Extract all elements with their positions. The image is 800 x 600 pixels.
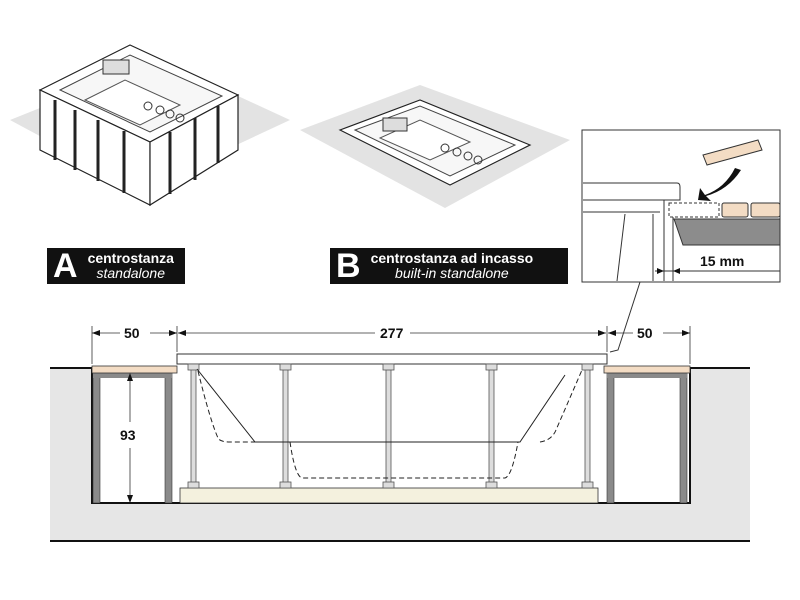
callout-line (609, 281, 641, 353)
dim-height: 93 (120, 427, 136, 443)
dim-center: 277 (380, 325, 404, 341)
option-title: centrostanza ad incasso (370, 250, 534, 266)
gap-label: 15 mm (700, 253, 744, 269)
dim-left: 50 (124, 325, 140, 341)
wood-panel-icon (702, 139, 763, 166)
dimensions (91, 326, 691, 501)
dim-right: 50 (637, 325, 653, 341)
option-subtitle: standalone (96, 265, 165, 281)
cross-section (50, 353, 750, 542)
tub-illustration-built-in (300, 85, 570, 208)
arrow-icon (698, 168, 741, 201)
option-letter: B (336, 247, 361, 285)
option-subtitle: built-in standalone (395, 265, 509, 281)
tub-illustration-standalone (10, 44, 290, 207)
option-letter: A (53, 247, 78, 285)
label-option-b: B centrostanza ad incasso built-in stand… (330, 248, 568, 284)
detail-inset: 15 mm (581, 129, 781, 283)
option-title: centrostanza (87, 250, 174, 266)
label-option-a: A centrostanza standalone (47, 248, 185, 284)
